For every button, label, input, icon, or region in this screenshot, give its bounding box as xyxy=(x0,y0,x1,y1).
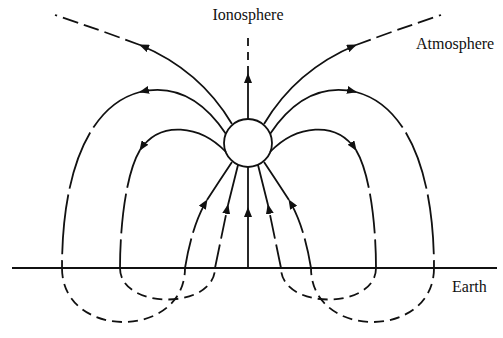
field-line xyxy=(356,92,434,268)
field-line xyxy=(215,205,228,268)
field-line xyxy=(264,162,289,200)
ground-line xyxy=(12,267,497,269)
field-line xyxy=(140,45,232,124)
field-line xyxy=(270,90,356,134)
field-line xyxy=(247,74,249,119)
field-line xyxy=(268,205,281,268)
earth-field-line xyxy=(281,268,376,300)
field-line xyxy=(55,15,140,45)
layer-label: Earth xyxy=(450,278,489,296)
field-line xyxy=(185,200,207,268)
field-line xyxy=(207,162,232,200)
field-line xyxy=(356,150,376,268)
layer-label: Atmosphere xyxy=(414,35,496,53)
earth-field-line xyxy=(62,268,185,322)
field-line xyxy=(62,92,140,268)
field-line xyxy=(270,130,356,152)
field-line xyxy=(140,130,226,152)
earth-field-line xyxy=(311,268,434,322)
field-line xyxy=(289,200,311,268)
field-line xyxy=(247,32,249,74)
field-line xyxy=(247,208,249,268)
field-line xyxy=(247,167,249,208)
field-line xyxy=(120,150,140,268)
earth-field-line xyxy=(120,268,215,300)
charge-sphere xyxy=(224,119,272,167)
field-line xyxy=(140,90,226,134)
field-line xyxy=(264,45,356,124)
field-line xyxy=(258,165,268,205)
field-line xyxy=(228,165,238,205)
layer-label: Ionosphere xyxy=(210,6,285,24)
